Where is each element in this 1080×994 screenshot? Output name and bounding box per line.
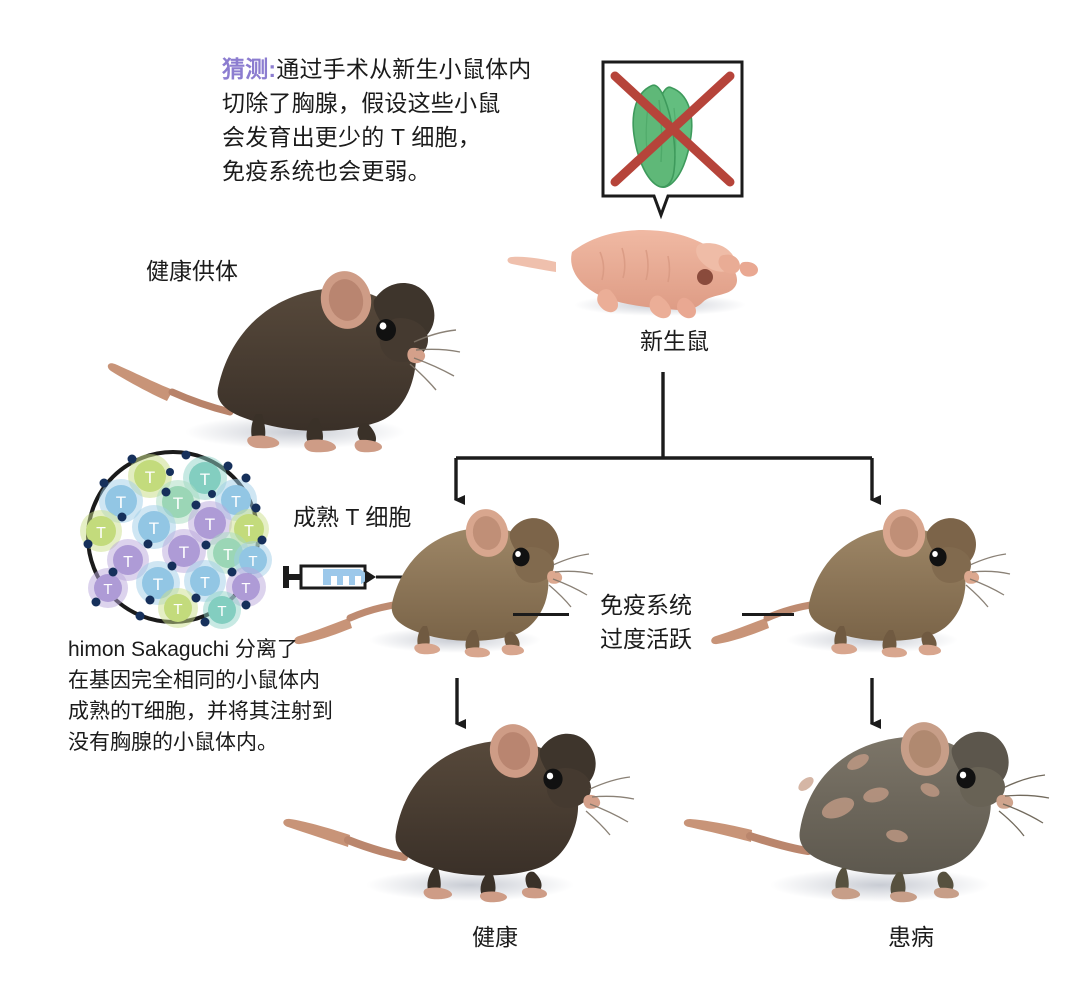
connector-dash-right <box>742 613 794 616</box>
svg-text:T: T <box>116 493 126 512</box>
label-newborn: 新生鼠 <box>640 328 709 354</box>
hypothesis-line-2: 切除了胸腺，假设这些小鼠 <box>222 90 501 116</box>
fur-loss-patches <box>798 754 940 843</box>
svg-text:T: T <box>200 575 210 592</box>
caption-line-3: 成熟的T细胞，并将其注射到 <box>68 700 333 723</box>
hypothesis-line-3: 会发育出更少的 T 细胞， <box>222 124 482 150</box>
svg-text:T: T <box>103 581 112 598</box>
t-cell-receptors <box>83 450 267 627</box>
svg-text:T: T <box>248 553 257 570</box>
syringe-icon <box>283 564 408 590</box>
svg-text:T: T <box>223 547 233 564</box>
label-donor: 健康供体 <box>146 258 238 284</box>
newborn-mouse <box>507 230 758 319</box>
t-cell-dish: T T T T T T T T T T T T T T T T T T T <box>80 450 272 629</box>
svg-text:T: T <box>217 603 226 620</box>
hypothesis-text: 猜测:通过手术从新生小鼠体内 切除了胸腺，假设这些小鼠 会发育出更少的 T 细胞… <box>222 52 622 188</box>
svg-text:T: T <box>179 543 189 562</box>
svg-text:T: T <box>231 494 241 511</box>
untreated-mouse <box>711 509 1011 658</box>
caption-line-4: 没有胸腺的小鼠体内。 <box>68 731 278 754</box>
experiment-caption: himon Sakaguchi 分离了 在基因完全相同的小鼠体内 成熟的T细胞，… <box>68 634 428 758</box>
svg-text:T: T <box>123 554 133 571</box>
t-cells: T T T T T T T T T T T T T T T T T T T <box>80 454 272 629</box>
caption-line-1: himon Sakaguchi 分离了 <box>68 638 298 661</box>
donor-mouse <box>107 271 461 453</box>
label-immune-overactive-line2: 过度活跃 <box>600 626 692 652</box>
svg-text:T: T <box>205 515 215 534</box>
caption-line-2: 在基因完全相同的小鼠体内 <box>68 669 320 692</box>
cross-out-icon <box>610 71 735 187</box>
svg-text:T: T <box>244 523 254 540</box>
svg-text:T: T <box>149 519 159 538</box>
hypothesis-line-1: 通过手术从新生小鼠体内 <box>276 56 532 82</box>
svg-text:T: T <box>173 494 183 513</box>
svg-text:T: T <box>153 575 163 594</box>
connector-dash-left <box>513 613 569 616</box>
label-mature-t-cells: 成熟 T 细胞 <box>293 504 412 530</box>
svg-text:T: T <box>96 525 106 542</box>
hypothesis-line-4: 免疫系统也会更弱。 <box>222 158 431 184</box>
hypothesis-tag: 猜测: <box>222 56 277 82</box>
branch-arrows <box>454 372 881 729</box>
svg-text:T: T <box>145 468 155 487</box>
label-immune-overactive: 免疫系统 过度活跃 <box>600 588 692 656</box>
thymus-icon <box>632 84 693 188</box>
svg-text:T: T <box>173 601 182 618</box>
sick-outcome-mouse <box>683 722 1050 903</box>
thymus-callout-box <box>601 60 744 220</box>
label-immune-overactive-line1: 免疫系统 <box>600 592 692 618</box>
label-outcome-healthy: 健康 <box>472 924 518 950</box>
svg-text:T: T <box>200 470 210 489</box>
label-outcome-sick: 患病 <box>888 924 934 950</box>
svg-text:T: T <box>241 580 250 597</box>
